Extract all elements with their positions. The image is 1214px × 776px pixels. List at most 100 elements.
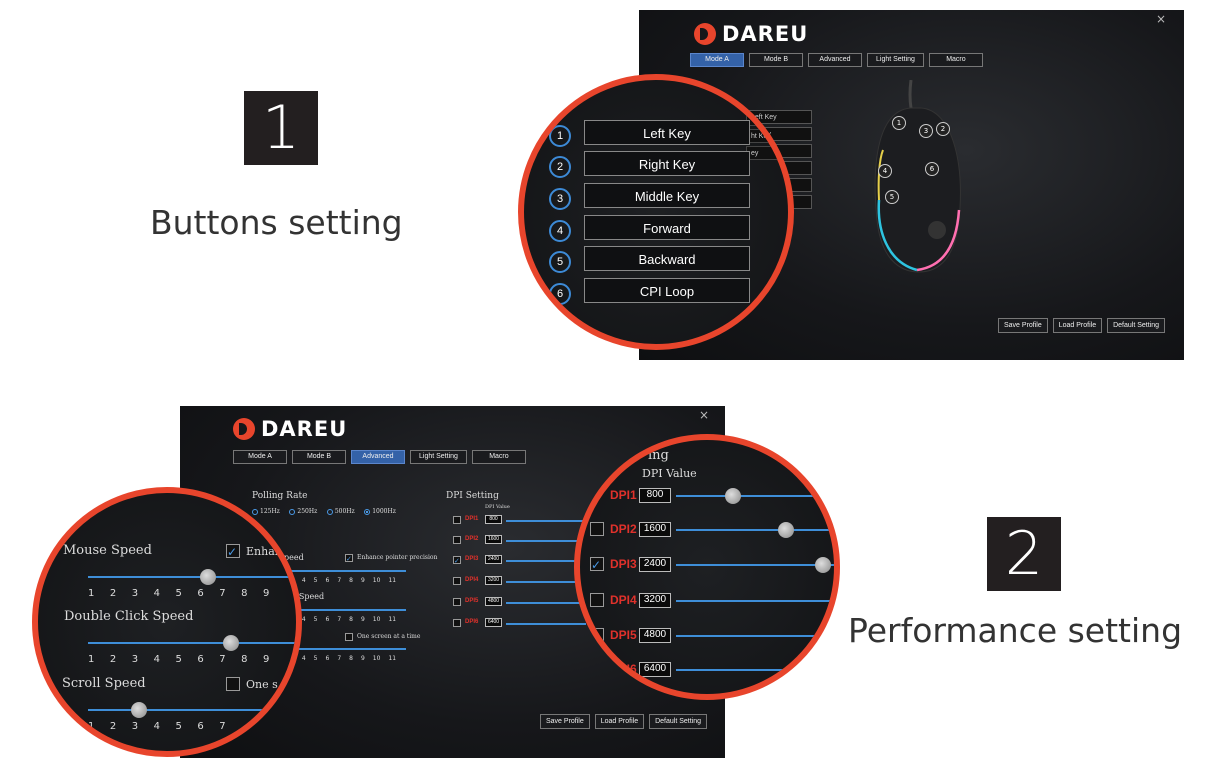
tab-light-setting[interactable]: Light Setting xyxy=(867,53,924,67)
scroll-speed-knob[interactable] xyxy=(131,702,147,718)
dpi1-slider[interactable] xyxy=(676,495,834,497)
right-key-button[interactable]: Right Key xyxy=(584,151,750,176)
dpi6-label-small: DPI6 xyxy=(465,619,479,625)
key-number-1: 1 xyxy=(549,125,571,147)
close-icon-2[interactable]: × xyxy=(699,408,710,422)
scroll-speed-slider[interactable] xyxy=(88,709,296,711)
mouse-speed-knob[interactable] xyxy=(200,569,216,585)
dpi3-value-small[interactable]: 2400 xyxy=(485,555,502,564)
tab-mode-a-2[interactable]: Mode A xyxy=(233,450,287,464)
close-icon[interactable]: × xyxy=(1156,12,1167,26)
radio-500hz[interactable]: 500Hz xyxy=(326,508,355,515)
dpi6-slider[interactable] xyxy=(676,669,834,671)
dpi1-label-small: DPI1 xyxy=(465,516,479,522)
mouse-marker-2[interactable]: 2 xyxy=(936,122,950,136)
scroll-track-small[interactable] xyxy=(290,648,406,650)
default-setting-button[interactable]: Default Setting xyxy=(1107,318,1166,333)
dpi2-checkbox[interactable] xyxy=(590,522,604,536)
double-click-speed-knob[interactable] xyxy=(223,635,239,651)
double-click-speed-slider[interactable] xyxy=(88,642,296,644)
dpi2-slider[interactable] xyxy=(676,529,834,531)
tab-advanced[interactable]: Advanced xyxy=(808,53,862,67)
mouse-marker-3[interactable]: 3 xyxy=(919,124,933,138)
mouse-speed-track-small[interactable] xyxy=(290,570,406,572)
dpi3-label-small: DPI3 xyxy=(465,556,479,562)
one-screen-checkbox[interactable] xyxy=(345,633,353,641)
load-profile-button-2[interactable]: Load Profile xyxy=(594,714,645,729)
tab-macro[interactable]: Macro xyxy=(928,53,983,67)
tab-light-setting-2[interactable]: Light Setting xyxy=(410,450,467,464)
dpi1-checkbox-small[interactable] xyxy=(453,516,461,524)
dpi2-knob[interactable] xyxy=(778,522,794,538)
backward-button[interactable]: Backward xyxy=(584,246,750,271)
dpi6-value-box[interactable]: 6400 xyxy=(639,662,671,677)
tab-mode-b-2[interactable]: Mode B xyxy=(292,450,346,464)
dpi3-knob[interactable] xyxy=(815,557,831,573)
mode-tabs: Mode A Mode B Advanced Light Setting Mac… xyxy=(690,53,983,67)
dpi5-value-small[interactable]: 4800 xyxy=(485,597,502,606)
enhance-checkbox-mag[interactable] xyxy=(226,544,240,559)
left-key-button[interactable]: Left Key xyxy=(584,120,750,145)
dpi5-checkbox-small[interactable] xyxy=(453,598,461,606)
dpi5-slider[interactable] xyxy=(676,635,834,637)
save-profile-button-2[interactable]: Save Profile xyxy=(540,714,590,729)
dpi3-checkbox[interactable] xyxy=(590,557,604,572)
dpi4-checkbox-small[interactable] xyxy=(453,577,461,585)
one-screen-checkbox-mag[interactable] xyxy=(226,677,240,691)
tab-macro-2[interactable]: Macro xyxy=(471,450,526,464)
key-number-2: 2 xyxy=(549,156,571,178)
dareu-logo-mark xyxy=(694,23,716,45)
dpi4-track-small[interactable] xyxy=(506,581,586,583)
dpi5-checkbox[interactable] xyxy=(590,628,604,642)
dpi2-checkbox-small[interactable] xyxy=(453,536,461,544)
tab-mode-a[interactable]: Mode A xyxy=(690,53,744,67)
cpi-loop-button[interactable]: CPI Loop xyxy=(584,278,750,303)
dpi1-value-small[interactable]: 800 xyxy=(485,515,502,524)
dpi3-track-small[interactable] xyxy=(506,560,586,562)
dpi4-label-small: DPI4 xyxy=(465,577,479,583)
double-click-track-small[interactable] xyxy=(290,609,406,611)
radio-1000hz[interactable]: 1000Hz xyxy=(364,508,396,515)
enhance-precision-checkbox[interactable] xyxy=(345,554,353,563)
dpi2-value-small[interactable]: 1600 xyxy=(485,535,502,544)
dpi1-track-small[interactable] xyxy=(506,520,586,522)
middle-key-button[interactable]: Middle Key xyxy=(584,183,750,208)
dpi6-track-small[interactable] xyxy=(506,623,586,625)
dpi4-value-small[interactable]: 3200 xyxy=(485,576,502,585)
dpi3-value-box[interactable]: 2400 xyxy=(639,557,671,572)
default-setting-button-2[interactable]: Default Setting xyxy=(649,714,708,729)
mouse-marker-5[interactable]: 5 xyxy=(885,190,899,204)
dpi-value-header: DPI Value xyxy=(485,504,510,510)
dpi2-track-small[interactable] xyxy=(506,540,586,542)
dpi4-value-box[interactable]: 3200 xyxy=(639,593,671,608)
mouse-speed-ticks-small: 34567891011 xyxy=(290,577,397,584)
mouse-marker-6[interactable]: 6 xyxy=(925,162,939,176)
dpi2-value-box[interactable]: 1600 xyxy=(639,522,671,537)
mode-tabs-2: Mode A Mode B Advanced Light Setting Mac… xyxy=(233,450,526,464)
dpi1-value-box[interactable]: 800 xyxy=(639,488,671,503)
save-profile-button[interactable]: Save Profile xyxy=(998,318,1048,333)
dpi4-slider[interactable] xyxy=(676,600,834,602)
dpi5-track-small[interactable] xyxy=(506,602,586,604)
load-profile-button[interactable]: Load Profile xyxy=(1052,318,1103,333)
radio-125hz[interactable]: 125Hz xyxy=(252,508,280,515)
dpi5-label: DPI5 xyxy=(610,628,637,642)
dpi5-value-box[interactable]: 4800 xyxy=(639,628,671,643)
dpi6-value-small[interactable]: 6400 xyxy=(485,618,502,627)
mouse-marker-1[interactable]: 1 xyxy=(892,116,906,130)
buttons-magnifier: Left Key ht Key ey 1 Left Key 2 Right Ke… xyxy=(518,74,794,350)
dpi3-slider[interactable] xyxy=(676,564,834,566)
dpi1-knob[interactable] xyxy=(725,488,741,504)
dpi3-checkbox-small[interactable] xyxy=(453,556,461,565)
mouse-marker-4[interactable]: 4 xyxy=(878,164,892,178)
mouse-speed-slider[interactable] xyxy=(88,576,296,578)
dpi4-checkbox[interactable] xyxy=(590,593,604,607)
tab-advanced-2[interactable]: Advanced xyxy=(351,450,405,464)
tab-mode-b[interactable]: Mode B xyxy=(749,53,803,67)
radio-250hz[interactable]: 250Hz xyxy=(289,508,317,515)
dpi6-checkbox-small[interactable] xyxy=(453,619,461,627)
mouse-speed-title: Mouse Speed xyxy=(63,543,152,558)
forward-button[interactable]: Forward xyxy=(584,215,750,240)
enhance-label-mag: Enhan xyxy=(246,545,282,558)
section-2-title: Performance setting xyxy=(848,611,1183,650)
